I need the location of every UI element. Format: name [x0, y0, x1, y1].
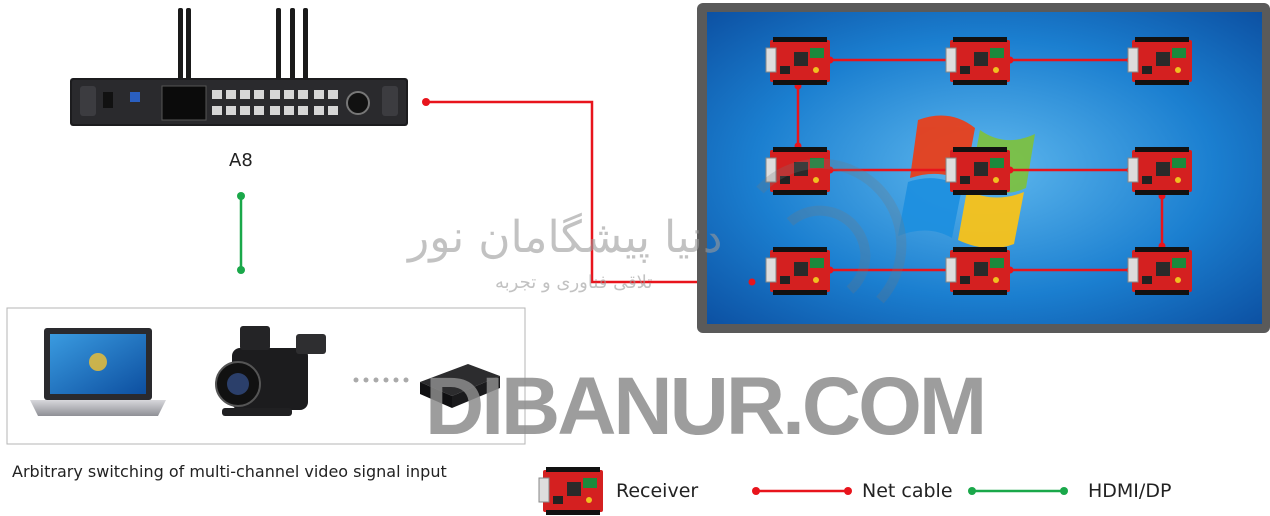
legend-net-cable-label: Net cable: [862, 480, 953, 502]
legend-hdmi-label: HDMI/DP: [1088, 480, 1172, 502]
watermark-farsi-subtitle: تلاقی فناوری و تجربه: [495, 272, 653, 293]
antenna-icon: [178, 8, 308, 80]
receiving-card-icon: [538, 466, 604, 516]
watermark-emblem: [756, 158, 907, 304]
sources-caption: Arbitrary switching of multi-channel vid…: [12, 462, 447, 481]
connection-dots: [353, 377, 409, 383]
watermark-farsi-title: دنیا پیشگامان نور: [408, 212, 723, 263]
sources-panel: [6, 307, 526, 445]
laptop-icon: [30, 328, 166, 416]
legend: [538, 466, 1068, 516]
media-box-icon: [420, 364, 500, 408]
hdmi-legend-icon: [968, 487, 1068, 495]
camcorder-icon: [215, 326, 326, 416]
hdmi-link: [237, 192, 245, 274]
legend-receiver-label: Receiver: [616, 480, 699, 502]
receiver-chain: [796, 58, 1164, 272]
watermark-domain: DIBANUR.COM: [425, 361, 987, 452]
net-cable-legend-icon: [752, 487, 852, 495]
controller-label: A8: [229, 150, 253, 171]
net-cable-main: [426, 100, 752, 284]
controller-device: [70, 8, 408, 126]
led-display: [697, 3, 1270, 333]
